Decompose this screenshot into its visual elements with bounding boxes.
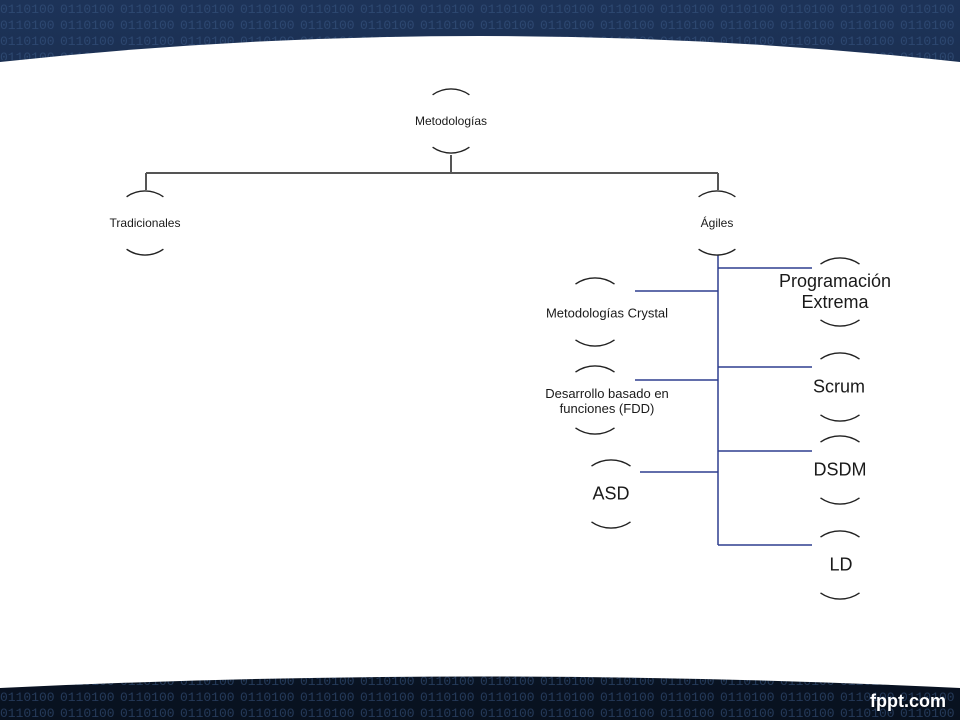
- metodologias-arc-bottom: [432, 146, 470, 154]
- asd-arc-top: [591, 459, 631, 467]
- tradicionales-arc-top: [126, 190, 164, 198]
- node-tradicionales: Tradicionales: [109, 216, 181, 230]
- node-dsdm: DSDM: [813, 459, 867, 480]
- agiles-arc-bottom: [698, 248, 736, 256]
- tree-connectors: [145, 155, 812, 546]
- connector-agile-right: [718, 267, 812, 546]
- crystal-arc-top: [575, 277, 615, 285]
- scrum-arc-top: [820, 352, 860, 360]
- scrum-arc-bottom: [820, 414, 860, 422]
- xp-arc-bottom: [820, 319, 860, 327]
- node-ld: LD: [829, 554, 853, 575]
- ld-arc-top: [820, 530, 860, 538]
- metodologias-arc-top: [432, 88, 470, 96]
- node-xp: Programación Extrema: [778, 271, 892, 312]
- asd-arc-bottom: [591, 521, 631, 529]
- connector-agile-left: [635, 290, 718, 473]
- node-fdd: Desarrollo basado en funciones (FDD): [545, 386, 669, 416]
- node-asd: ASD: [592, 483, 630, 504]
- brand-watermark: fppt.com: [870, 691, 946, 711]
- fdd-arc-top: [575, 365, 615, 373]
- connector-root-branches: [145, 155, 719, 190]
- node-agiles: Ágiles: [700, 216, 734, 230]
- tradicionales-arc-bottom: [126, 248, 164, 256]
- xp-arc-top: [820, 257, 860, 265]
- dsdm-arc-bottom: [820, 497, 860, 505]
- node-scrum: Scrum: [812, 376, 866, 397]
- dsdm-arc-top: [820, 435, 860, 443]
- node-crystal: Metodologías Crystal: [545, 305, 669, 321]
- ld-arc-bottom: [820, 592, 860, 600]
- fdd-arc-bottom: [575, 427, 615, 435]
- content-panel: [0, 36, 960, 688]
- agiles-arc-top: [698, 190, 736, 198]
- node-metodologias: Metodologías: [414, 114, 488, 128]
- crystal-arc-bottom: [575, 339, 615, 347]
- node-arcs: [126, 88, 860, 600]
